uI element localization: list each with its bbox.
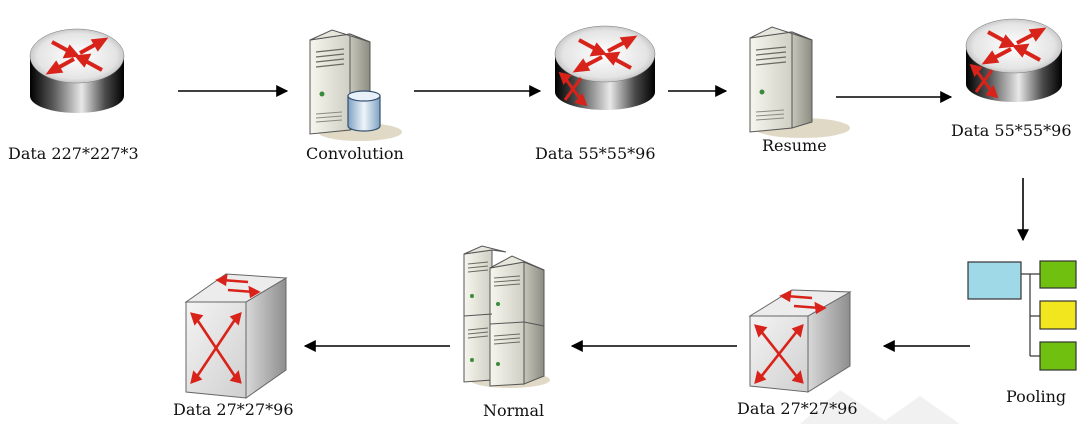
normal-server-cluster-icon [463, 245, 550, 388]
data-pool-out-label: Data 27*27*96 [737, 399, 858, 418]
data-input-router-icon [29, 28, 125, 113]
normal-label: Normal [483, 401, 545, 420]
resume-label: Resume [762, 136, 827, 155]
data-pool-out-switch-cube-icon [748, 289, 852, 393]
data-input-label: Data 227*227*3 [8, 144, 139, 163]
convolution-database-server-icon [309, 29, 402, 141]
convolution-label: Convolution [306, 144, 404, 163]
pooling-label: Pooling [1006, 387, 1067, 406]
data-resume-out-label: Data 55*55*96 [951, 121, 1072, 140]
edge-arrows [178, 85, 1029, 352]
data-conv-out-router-icon [554, 25, 656, 110]
data-output-label: Data 27*27*96 [173, 400, 294, 419]
data-conv-out-label: Data 55*55*96 [535, 144, 656, 163]
background-decor [800, 390, 960, 424]
data-resume-out-router-icon [965, 18, 1063, 102]
data-output-switch-cube-icon [184, 273, 288, 399]
resume-server-icon [749, 26, 850, 138]
pooling-hierarchy-icon [967, 260, 1077, 371]
